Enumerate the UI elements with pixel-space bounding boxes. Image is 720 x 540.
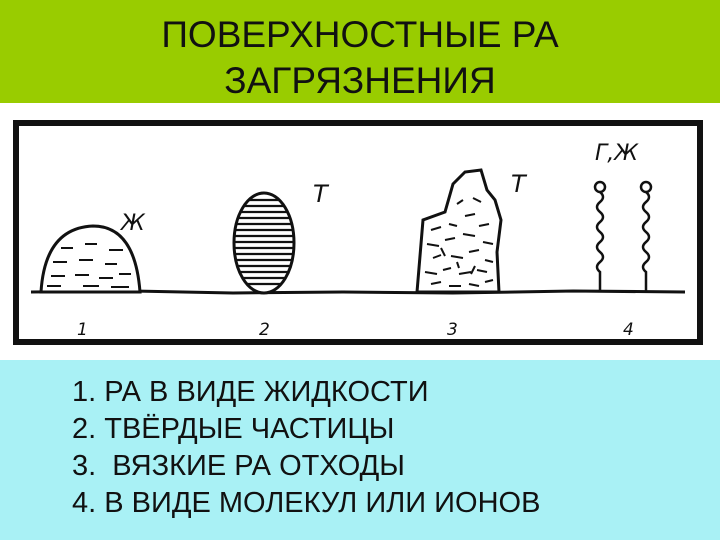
diagram-frame (13, 120, 703, 345)
legend-item-2: 2. ТВЁРДЫЕ ЧАСТИЦЫ (72, 413, 395, 445)
molecules-ions (593, 180, 653, 292)
liquid-droplet (39, 224, 142, 294)
contamination-diagram: Ж Т Т Г,Ж 1 2 3 4 (13, 120, 703, 345)
legend-item-3: 3. ВЯЗКИЕ РА ОТХОДЫ (72, 450, 405, 482)
legend-band: 1. РА В ВИДЕ ЖИДКОСТИ 2. ТВЁРДЫЕ ЧАСТИЦЫ… (0, 360, 720, 540)
title-line-1: ПОВЕРХНОСТНЫЕ РА (161, 14, 559, 55)
state-label-2: Т (313, 180, 330, 208)
title-line-2: ЗАГРЯЗНЕНИЯ (224, 60, 496, 101)
legend-item-1: 1. РА В ВИДЕ ЖИДКОСТИ (72, 376, 429, 408)
title-band: ПОВЕРХНОСТНЫЕ РА ЗАГРЯЗНЕНИЯ (0, 0, 720, 103)
legend-list: 1. РА В ВИДЕ ЖИДКОСТИ 2. ТВЁРДЫЕ ЧАСТИЦЫ… (72, 374, 540, 522)
item-number-3: 3 (447, 320, 458, 340)
item-number-4: 4 (623, 320, 634, 340)
slide-title: ПОВЕРХНОСТНЫЕ РА ЗАГРЯЗНЕНИЯ (0, 12, 720, 104)
item-number-1: 1 (77, 320, 88, 340)
state-label-4: Г,Ж (595, 141, 639, 166)
state-label-1: Ж (119, 211, 146, 236)
legend-item-4: 4. В ВИДЕ МОЛЕКУЛ ИЛИ ИОНОВ (72, 487, 541, 519)
item-number-2: 2 (259, 320, 270, 340)
viscous-waste (415, 168, 503, 294)
state-label-3: Т (511, 170, 528, 198)
